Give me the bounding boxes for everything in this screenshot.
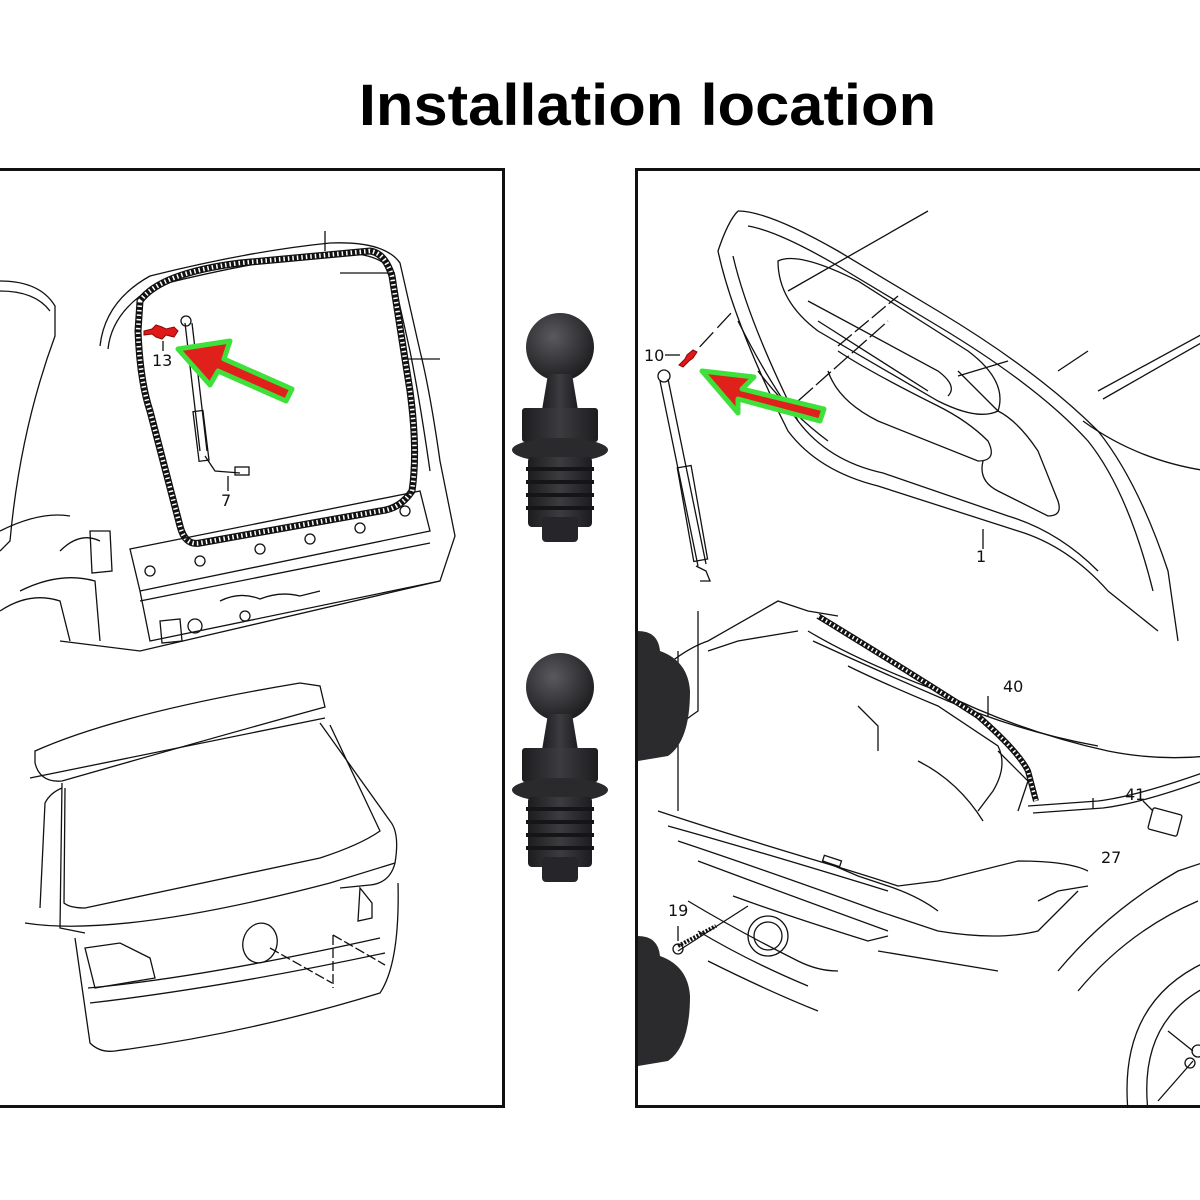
callout-41: 41 [1125,785,1146,804]
cropped-stud-image-icon [638,936,690,1066]
red-arrow-icon [699,368,827,424]
ball-stud-icon [512,653,608,882]
callout-10: 10 [644,346,665,365]
highlighted-part-10-icon [678,349,698,368]
highlighted-part-13-icon [143,324,179,340]
callout-19: 19 [668,901,689,920]
page-title: Installation location [358,73,937,138]
callout-1: 1 [976,547,987,566]
rear-tailgate-diagram-panel: 13 7 [0,168,505,1108]
rear-body-line-drawing [0,231,456,652]
ball-stud-icon [512,313,608,542]
callout-13: 13 [152,351,173,370]
callout-27: 27 [1101,848,1122,867]
hood-line-drawing [638,210,1200,1105]
ball-stud-product-photo-top [508,312,618,547]
callout-7: 7 [221,491,232,510]
red-arrow-icon [175,338,295,404]
cropped-stud-image-icon [638,631,690,761]
tailgate-line-drawing [24,682,399,1052]
callout-40: 40 [1003,677,1024,696]
front-hood-diagram-panel: 10 1 40 41 27 19 [635,168,1200,1108]
ball-stud-product-photo-bottom [508,652,618,887]
